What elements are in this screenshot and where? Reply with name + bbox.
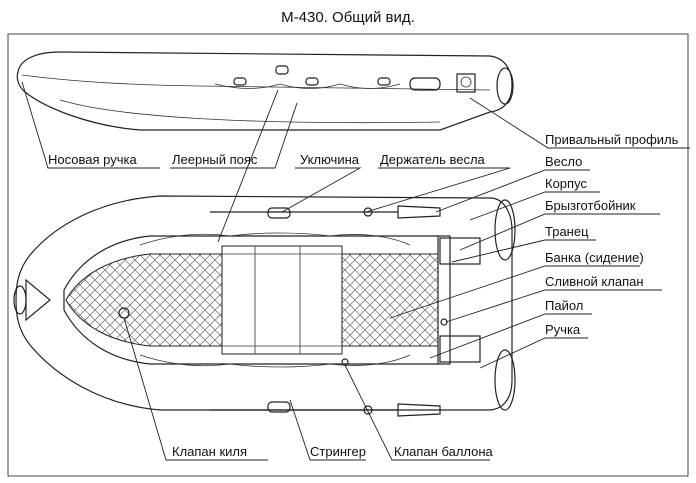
lifeline-top: [139, 232, 411, 246]
bench: [221, 245, 343, 355]
lifeline-bottom: [139, 354, 411, 368]
label-rub-strake: Привальный профиль: [545, 132, 679, 147]
side-view-transom-cone: [496, 67, 514, 105]
label-bow-handle: Носовая ручка: [48, 152, 137, 167]
oarlock-top: [267, 207, 291, 219]
transom-mount-top: [439, 237, 481, 265]
side-view-lifeline: [214, 83, 401, 89]
label-oarlock: Уключина: [300, 152, 360, 167]
label-hull: Корпус: [545, 176, 587, 191]
oar-holder-bottom: [363, 405, 373, 415]
oar-top: [210, 205, 441, 219]
label-floor: Пайол: [545, 298, 583, 313]
oarlock-bottom: [267, 401, 291, 413]
label-lifeline: Леерный пояс: [172, 152, 258, 167]
diagram-title: М-430. Общий вид.: [281, 9, 415, 26]
label-handle: Ручка: [545, 322, 581, 337]
label-oar: Весло: [545, 154, 582, 169]
top-bow-cone: [13, 285, 27, 315]
transom-mount-bottom: [439, 335, 481, 363]
diagram-frame: [7, 33, 689, 477]
side-view-logo: [456, 73, 476, 93]
label-drain-valve: Сливной клапан: [545, 274, 644, 289]
bow-handle-shape: [25, 278, 51, 322]
stern-cone-top: [494, 199, 516, 261]
side-view-oar-holder-plate: [409, 77, 441, 91]
label-tube-valve: Клапан баллона: [394, 444, 494, 459]
side-view-hull-line: [59, 99, 441, 124]
label-oar-holder: Держатель весла: [380, 152, 486, 167]
side-view: [16, 51, 514, 131]
side-view-handle-1: [233, 77, 247, 86]
top-view-hull: [15, 195, 513, 411]
label-transom: Транец: [545, 224, 589, 239]
labels: Носовая ручка Леерный пояс Уключина Держ…: [48, 132, 679, 459]
label-stringer: Стрингер: [310, 444, 366, 459]
leader-lines: [21, 81, 690, 461]
label-bench: Банка (сидение): [545, 250, 644, 265]
side-view-oarlock: [275, 65, 289, 75]
label-spray-guard: Брызготбойник: [545, 198, 636, 213]
oar-bottom: [210, 403, 441, 417]
side-view-rub-strake: [21, 74, 491, 91]
stern-cone-bottom: [494, 349, 516, 411]
side-view-handle-2: [305, 77, 319, 86]
top-view-inner-tube: [63, 235, 440, 365]
label-keel-valve: Клапан киля: [172, 444, 247, 459]
top-view: [13, 195, 516, 417]
side-view-logo-mark: [460, 76, 472, 88]
oar-holder-top: [363, 207, 373, 217]
side-view-tube: [16, 51, 513, 131]
side-view-handle-3: [377, 77, 391, 86]
